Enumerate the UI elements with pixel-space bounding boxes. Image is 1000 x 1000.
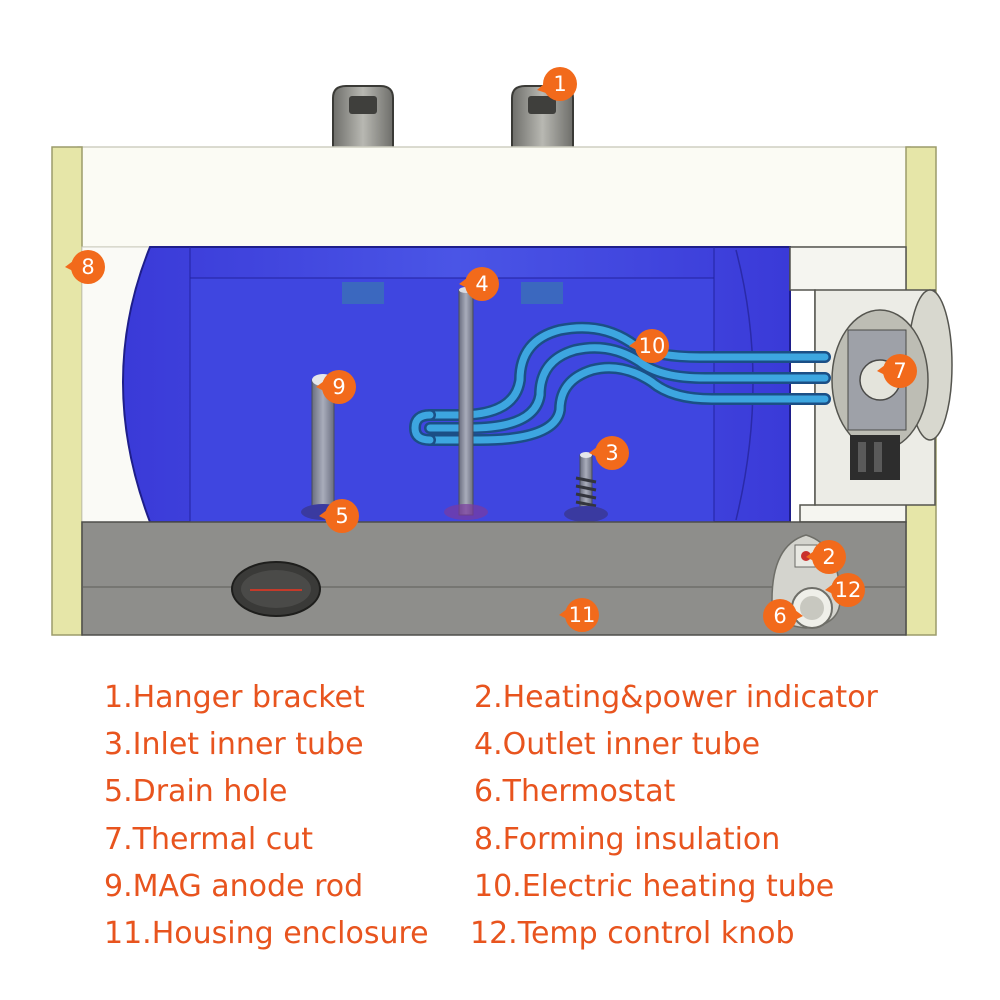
callout-12: 12: [825, 573, 865, 607]
legend-item-4: 4.Outlet inner tube: [474, 727, 761, 762]
hanger-bracket-left: [332, 85, 394, 149]
top-lid: [77, 146, 911, 248]
callout-1: 1: [537, 67, 577, 101]
legend-item-11: 11.Housing enclosure: [104, 916, 429, 951]
water-heater-cutaway-diagram: 1 2 3 4 5 6 7 8 9 10 11 12: [51, 67, 953, 636]
legend-item-9: 9.MAG anode rod: [104, 869, 364, 904]
legend-item-8: 8.Forming insulation: [474, 822, 781, 857]
callout-label: 3: [605, 441, 618, 465]
callout-label: 7: [893, 359, 906, 383]
callout-label: 11: [569, 603, 596, 627]
callout-4: 4: [459, 267, 499, 301]
callout-label: 12: [835, 578, 862, 602]
callout-label: 5: [335, 504, 348, 528]
legend-item-6: 6.Thermostat: [474, 774, 676, 809]
legend-item-2: 2.Heating&power indicator: [474, 680, 878, 715]
callout-label: 10: [639, 334, 666, 358]
callout-6: 6: [763, 599, 803, 633]
callout-10: 10: [629, 329, 669, 363]
callout-label: 1: [553, 72, 566, 96]
indicator-window: [231, 561, 321, 617]
callout-label: 9: [332, 375, 345, 399]
inlet-inner-tube: [564, 452, 608, 522]
tank-inner-wall: [189, 277, 715, 523]
callout-11: 11: [559, 598, 599, 632]
callout-3: 3: [589, 436, 629, 470]
parts-legend: 1.Hanger bracket 2.Heating&power indicat…: [0, 670, 1000, 970]
callout-7: 7: [877, 354, 917, 388]
callout-label: 8: [81, 255, 94, 279]
legend-item-3: 3.Inlet inner tube: [104, 727, 364, 762]
control-compartment: [789, 246, 953, 523]
callout-label: 2: [822, 545, 835, 569]
end-cap-left: [51, 146, 83, 636]
legend-item-1: 1.Hanger bracket: [104, 680, 365, 715]
legend-item-12: 12.Temp control knob: [470, 916, 795, 951]
callout-5: 5: [319, 499, 359, 533]
callout-9: 9: [316, 370, 356, 404]
callout-2: 2: [806, 540, 846, 574]
callout-label: 6: [773, 604, 786, 628]
callout-label: 4: [475, 272, 488, 296]
outlet-inner-tube: [444, 287, 488, 520]
callout-8: 8: [65, 250, 105, 284]
legend-item-5: 5.Drain hole: [104, 774, 288, 809]
legend-item-10: 10.Electric heating tube: [474, 869, 835, 904]
legend-item-7: 7.Thermal cut: [104, 822, 313, 857]
